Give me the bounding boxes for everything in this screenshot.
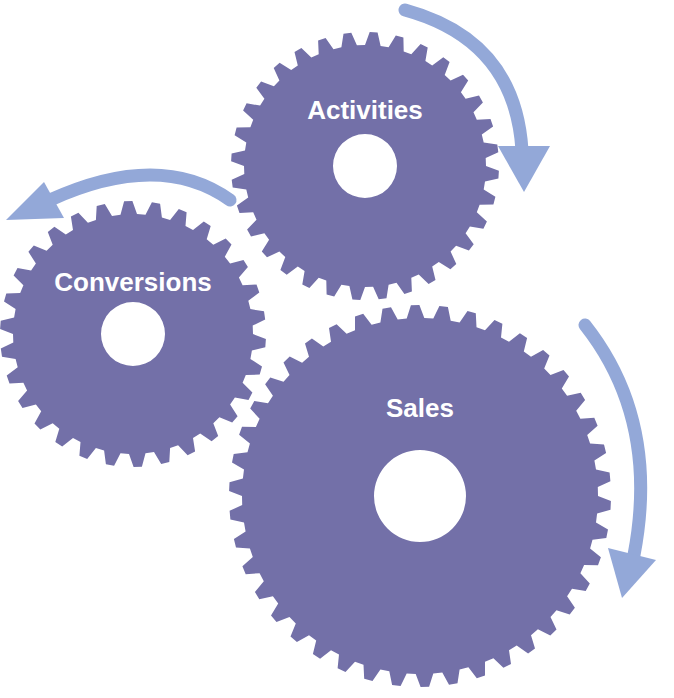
gear-shape <box>0 201 266 467</box>
arrow-head <box>498 146 550 192</box>
gear-node: Sales <box>229 305 611 687</box>
gear-node: Conversions <box>0 201 266 467</box>
gear-node: Activities <box>231 32 499 300</box>
gear-label: Activities <box>307 96 423 125</box>
rotation-arrow <box>50 175 230 200</box>
gear-outline <box>229 305 611 687</box>
gear-shape <box>231 32 499 300</box>
gear-label: Sales <box>386 394 454 423</box>
gear-label: Conversions <box>54 268 212 297</box>
gear-outline <box>231 32 499 300</box>
gear-outline <box>0 201 266 467</box>
gear-shape <box>229 305 611 687</box>
arrow-head <box>608 548 656 598</box>
arrow-head <box>6 182 64 220</box>
